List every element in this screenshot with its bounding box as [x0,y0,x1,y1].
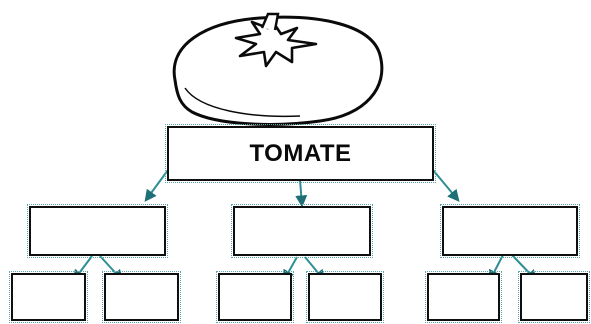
root-node: TOMATE [165,124,436,183]
level2-node [216,271,294,323]
level1-node [27,204,168,258]
root-node-label: TOMATE [249,139,352,167]
level1-node [231,204,373,258]
level2-node [425,271,502,323]
arrow-root-to-node-2 [295,179,308,208]
tomato-icon [172,12,384,126]
arrow-root-to-node-1 [144,169,169,202]
level2-node [102,271,181,323]
arrow-root-to-node-3 [432,169,460,202]
level2-node [9,271,88,323]
level2-node [306,271,384,323]
level2-node [518,271,590,323]
level1-node [440,204,580,258]
